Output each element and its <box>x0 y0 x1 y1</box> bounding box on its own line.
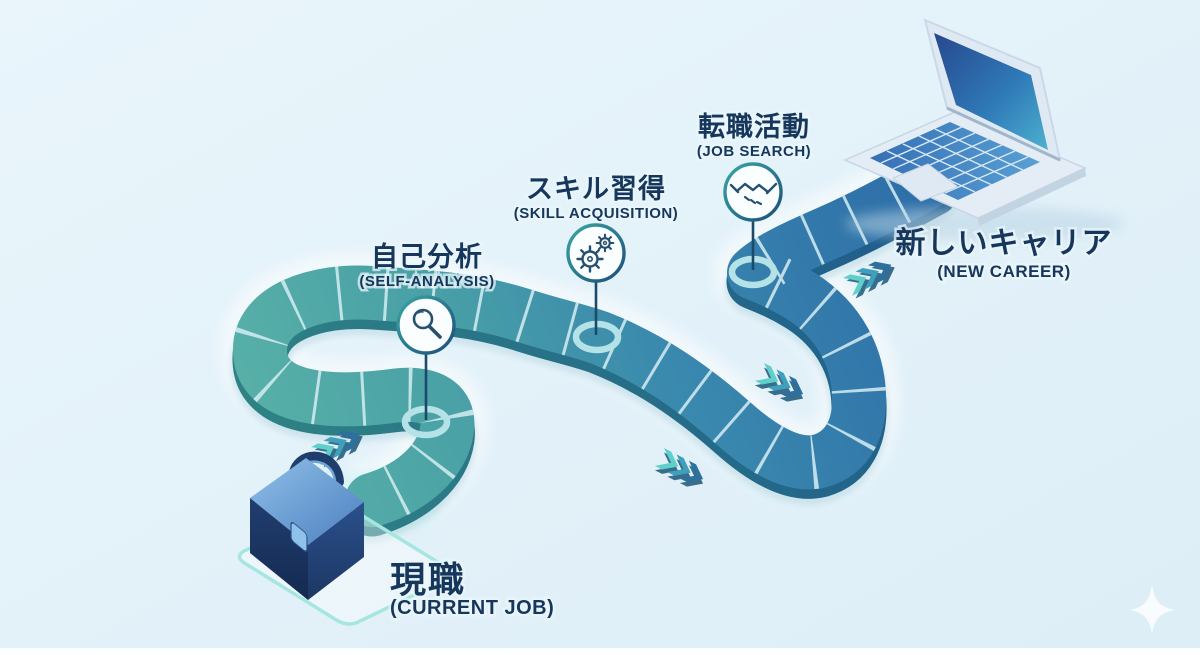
briefcase-clasp <box>290 522 308 552</box>
laptop-hinge <box>946 106 1061 162</box>
current-job-label-jp: 現職 <box>390 559 466 600</box>
career-path-road <box>231 153 961 543</box>
self-analysis-label-en: (SELF-ANALYSIS) <box>359 273 494 290</box>
skill-acquisition-label-en: (SKILL ACQUISITION) <box>514 205 679 222</box>
sparkle-icon <box>1130 585 1175 634</box>
briefcase-icon <box>237 451 453 626</box>
self-analysis-marker <box>396 295 456 355</box>
laptop-icon <box>843 18 1125 241</box>
road-top-face <box>233 153 959 527</box>
laptop-keyboard <box>870 122 1040 200</box>
laptop-shadow <box>845 207 1125 241</box>
briefcase-lid-top <box>250 458 364 545</box>
current-job-label-en: (CURRENT JOB) <box>390 597 554 619</box>
skill-acquisition-label-jp: スキル習得 <box>526 174 666 204</box>
laptop-screen <box>934 33 1048 150</box>
laptop-base-front-edge <box>978 168 1086 226</box>
laptop-trackpad <box>892 163 960 202</box>
self-analysis-label-jp: 自己分析 <box>371 241 483 272</box>
milestone-markers <box>396 162 783 420</box>
new-career-label-en: (NEW CAREER) <box>937 262 1071 281</box>
briefcase-side-face <box>308 502 364 600</box>
magnifier-icon <box>412 308 442 339</box>
bottom-border-strip <box>0 648 1200 655</box>
handshake-icon <box>729 182 778 206</box>
new-career-label-jp: 新しいキャリア <box>896 227 1113 260</box>
labels: 自己分析 (SELF-ANALYSIS) スキル習得 (SKILL ACQUIS… <box>357 110 1114 622</box>
skill-acquisition-marker <box>566 223 626 283</box>
gears-icon <box>576 233 615 273</box>
job-search-label-en: (JOB SEARCH) <box>697 143 811 160</box>
briefcase-front-face <box>250 498 308 600</box>
job-search-marker <box>723 162 783 222</box>
job-search-label-jp: 転職活動 <box>698 112 810 142</box>
